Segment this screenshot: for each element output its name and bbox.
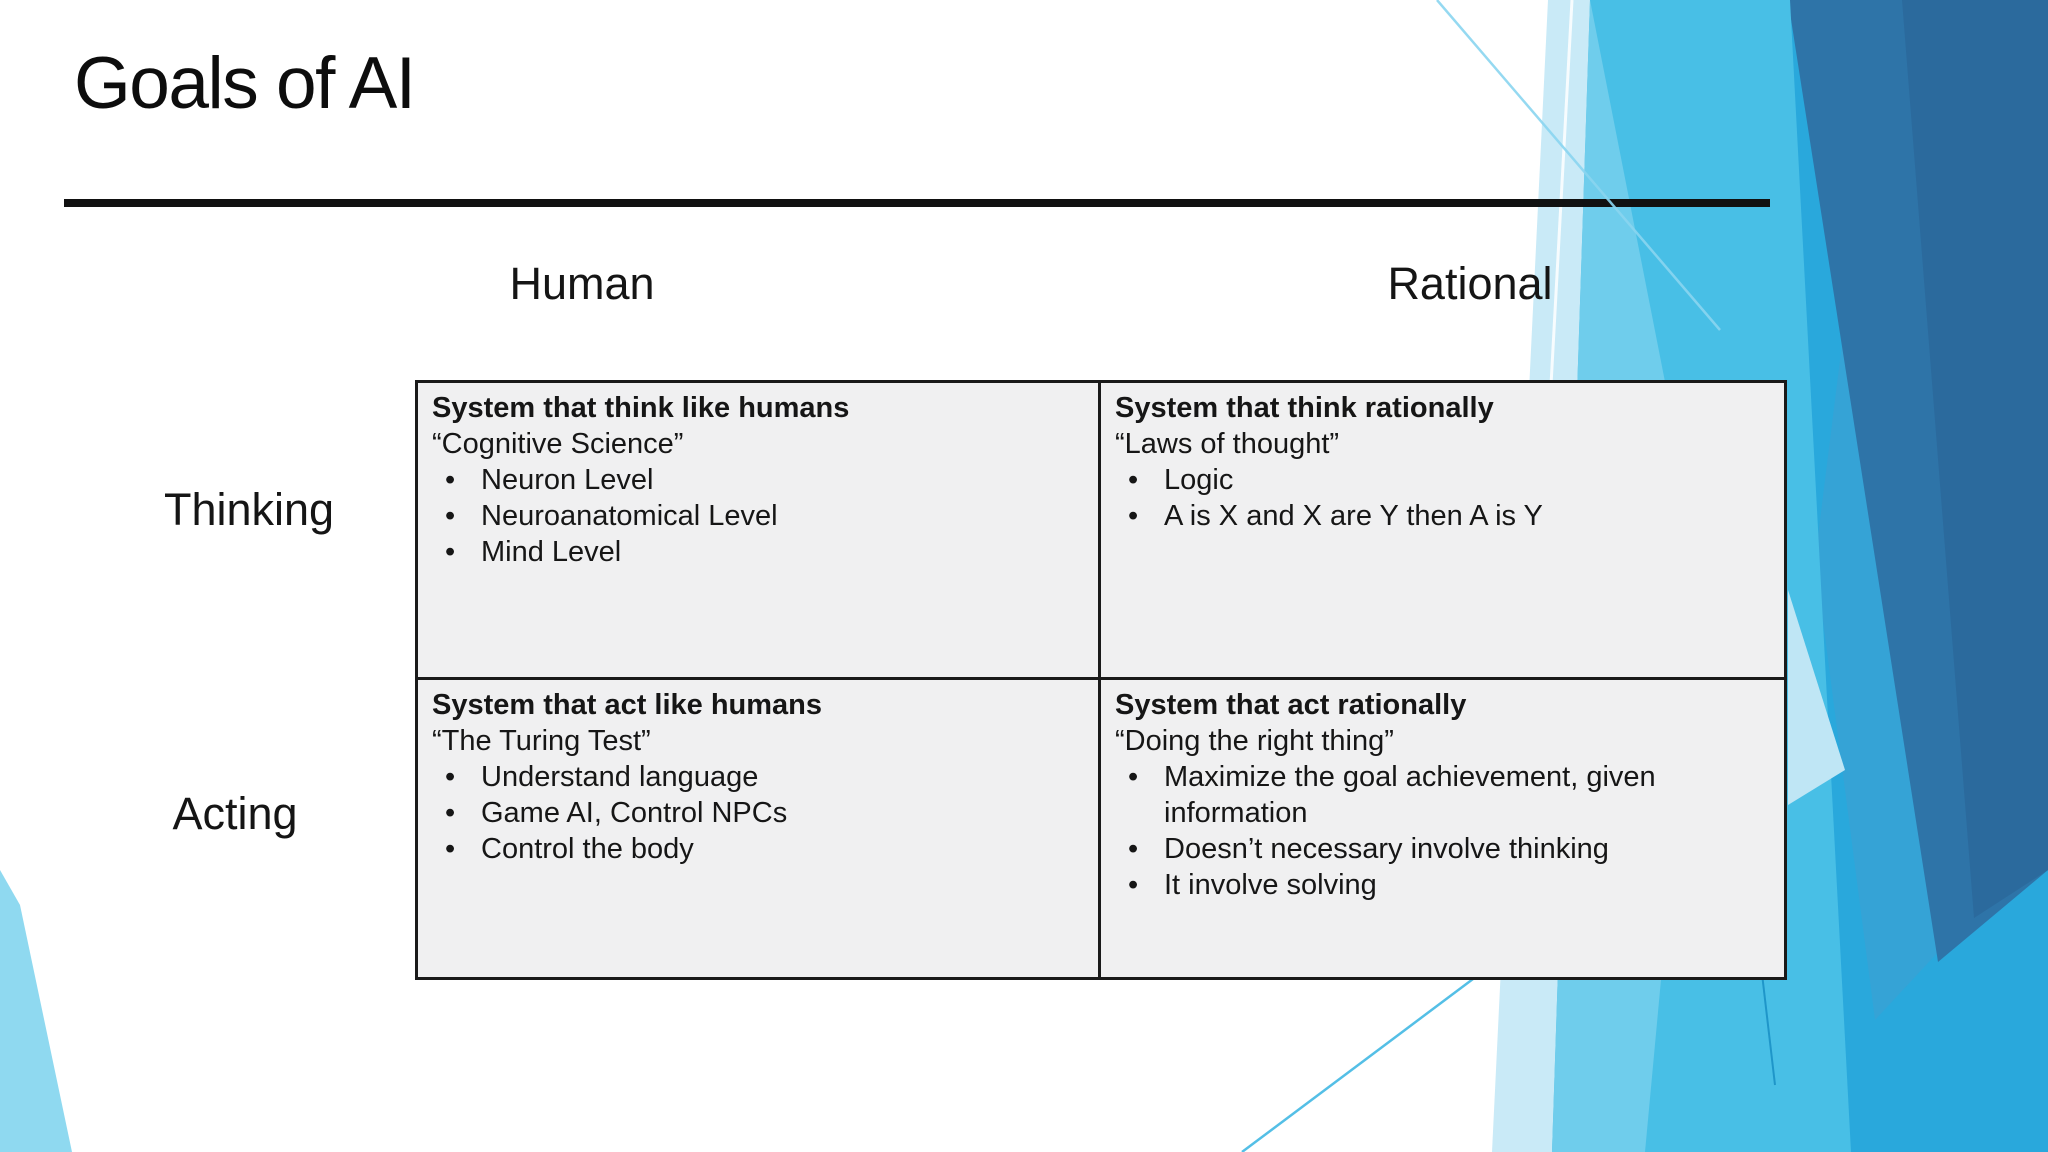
bullet-text: Understand language xyxy=(481,761,759,793)
cell-bullet-list: • Understand language • Game AI, Control N… xyxy=(432,759,1082,867)
bullet-item: • Control the body xyxy=(432,831,1082,867)
bullet-icon: • xyxy=(445,536,456,568)
bullet-item: • It involve solving xyxy=(1115,867,1768,903)
bullet-item: • Maximize the goal achievement, given in… xyxy=(1115,759,1768,831)
bullet-text: Doesn’t necessary involve thinking xyxy=(1164,833,1609,865)
accent-line-top xyxy=(1436,0,1721,331)
cell-thinking-rational: System that think rationally “Laws of th… xyxy=(1101,383,1784,680)
cell-heading: System that think rationally xyxy=(1115,392,1494,424)
bullet-item: • Logic xyxy=(1115,462,1768,498)
bullet-icon: • xyxy=(445,464,456,496)
cell-bullet-list: • Neuron Level • Neuroanatomical Level • Mi… xyxy=(432,462,1082,570)
bullet-item: • Neuron Level xyxy=(432,462,1082,498)
bullet-item: • A is X and X are Y then A is Y xyxy=(1115,498,1768,534)
bullet-text: Logic xyxy=(1164,464,1234,496)
bullet-icon: • xyxy=(445,833,456,865)
cell-subtitle: “The Turing Test” xyxy=(432,725,651,757)
title-rule xyxy=(64,199,1770,207)
steel-blue-dark-shape xyxy=(1902,0,2048,918)
pale-wedge-shape xyxy=(1788,590,1845,805)
cell-heading: System that act like humans xyxy=(432,689,823,721)
bullet-icon: • xyxy=(1128,464,1139,496)
cell-acting-human: System that act like humans “The Turing … xyxy=(418,680,1101,977)
cell-acting-rational: System that act rationally “Doing the ri… xyxy=(1101,680,1784,977)
bullet-item: • Neuroanatomical Level xyxy=(432,498,1082,534)
bullet-icon: • xyxy=(1128,833,1139,865)
mid-blue-wedge-shape xyxy=(1815,280,1940,1020)
bullet-text: Mind Level xyxy=(481,536,622,568)
bullet-item: • Doesn’t necessary involve thinking xyxy=(1115,831,1768,867)
bullet-text: Neuron Level xyxy=(481,464,654,496)
row-header-acting: Acting xyxy=(172,788,298,839)
bullet-item: • Game AI, Control NPCs xyxy=(432,795,1082,831)
cell-subtitle: “Doing the right thing” xyxy=(1115,725,1394,757)
bullet-icon: • xyxy=(445,500,456,532)
cell-thinking-human: System that think like humans “Cognitive… xyxy=(418,383,1101,680)
cell-subtitle: “Cognitive Science” xyxy=(432,428,684,460)
bullet-text: Neuroanatomical Level xyxy=(481,500,778,532)
bullet-item: • Mind Level xyxy=(432,534,1082,570)
bullet-text: It involve solving xyxy=(1164,869,1377,901)
cell-heading: System that think like humans xyxy=(432,392,850,424)
bullet-text: Control the body xyxy=(481,833,694,865)
cell-bullet-list: • Maximize the goal achievement, given in… xyxy=(1115,759,1768,903)
row-header-thinking: Thinking xyxy=(163,484,335,535)
cell-bullet-list: • Logic • A is X and X are Y then A is Y xyxy=(1115,462,1768,534)
bullet-icon: • xyxy=(445,797,456,829)
bullet-icon: • xyxy=(1128,869,1139,901)
goals-matrix-table: System that think like humans “Cognitive… xyxy=(415,380,1787,980)
column-header-rational: Rational xyxy=(1387,258,1553,309)
bullet-text: Game AI, Control NPCs xyxy=(481,797,788,829)
bullet-text: Maximize the goal achievement, given inf… xyxy=(1164,761,1656,829)
cell-heading: System that act rationally xyxy=(1115,689,1467,721)
bottom-left-wedge-shape xyxy=(0,870,72,1152)
bullet-item: • Understand language xyxy=(432,759,1082,795)
bullet-icon: • xyxy=(445,761,456,793)
bullet-icon: • xyxy=(1128,761,1139,793)
page-title: Goals of AI xyxy=(74,43,416,124)
bullet-text: A is X and X are Y then A is Y xyxy=(1164,500,1543,532)
cell-subtitle: “Laws of thought” xyxy=(1115,428,1340,460)
bullet-icon: • xyxy=(1128,500,1139,532)
accent-line-bottom xyxy=(1241,953,1506,1152)
column-header-human: Human xyxy=(509,258,655,309)
